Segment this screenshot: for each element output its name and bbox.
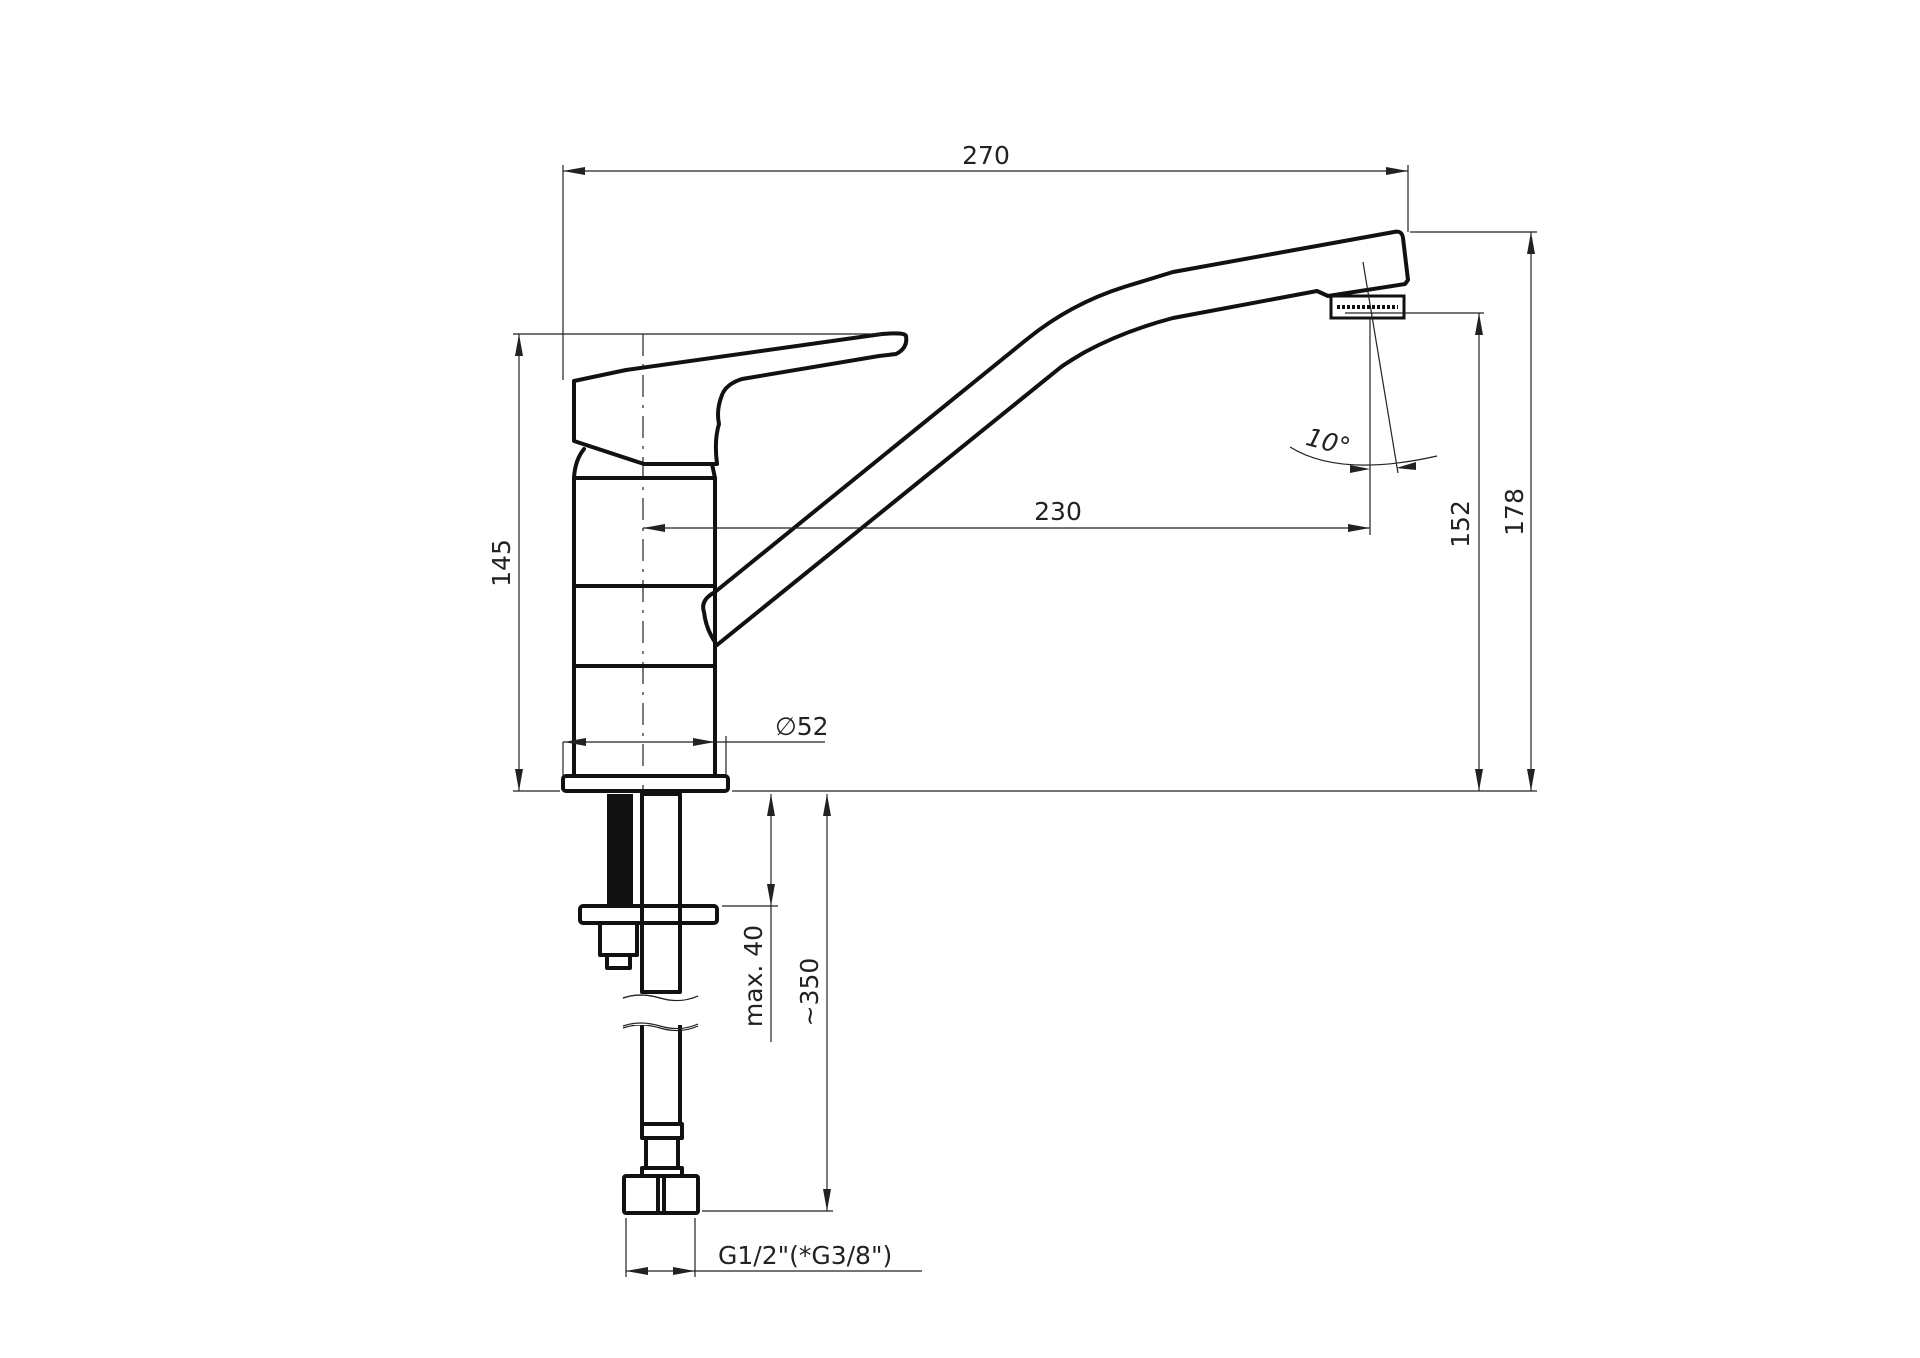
nut (598, 921, 639, 957)
dim-thread-label: G1/2"(*G3/8") (718, 1241, 892, 1270)
washer (578, 904, 719, 925)
base-plate (561, 774, 730, 793)
dim-body-height: 145 (487, 333, 882, 791)
dim-connection-thread: G1/2"(*G3/8") (625, 1218, 922, 1277)
dim-52-label: ∅52 (775, 712, 829, 741)
dim-aerator-height: 152 (1345, 312, 1484, 791)
faucet-body (561, 476, 730, 793)
threaded-rod (607, 794, 633, 905)
dim-178-label: 178 (1500, 488, 1529, 536)
dim-body-diameter: ∅52 (562, 712, 829, 776)
dim-overall-height: 178 (1410, 231, 1537, 791)
dim-hose-length: ~350 (702, 794, 833, 1212)
dim-350-label: ~350 (795, 958, 824, 1027)
dim-max-deck-thickness: max. 40 (722, 794, 778, 1042)
dim-10deg-label: 10° (1303, 422, 1353, 461)
dim-152-label: 152 (1446, 500, 1475, 548)
spout (701, 229, 1410, 647)
lever-handle (572, 331, 909, 480)
hose-nut (622, 1174, 700, 1215)
supply-hose (640, 792, 682, 994)
dim-230-label: 230 (1034, 497, 1082, 526)
dim-145-label: 145 (487, 539, 516, 587)
ferrule (640, 1122, 684, 1140)
dim-max40-label: max. 40 (739, 925, 768, 1027)
dim-270-label: 270 (962, 141, 1010, 170)
mounting-hardware (578, 792, 719, 1215)
dim-overall-length: 270 (562, 141, 1409, 380)
dim-spout-reach: 230 (643, 318, 1371, 535)
